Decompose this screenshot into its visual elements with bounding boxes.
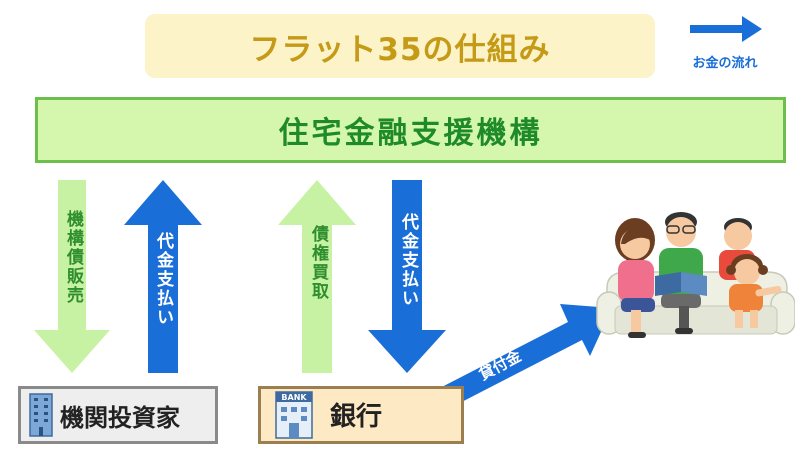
bank-building-icon: BANK bbox=[275, 391, 313, 439]
payment-arrow-right bbox=[368, 180, 446, 373]
bond-sale-label: 機構債販売 bbox=[63, 210, 83, 305]
legend-label: お金の流れ bbox=[692, 56, 758, 71]
organization-label: 住宅金融支援機構 bbox=[278, 116, 543, 151]
bond-purchase-arrow bbox=[278, 180, 356, 373]
loan-arrow bbox=[436, 304, 612, 408]
family-illustration bbox=[596, 212, 795, 338]
organization-box: 住宅金融支援機構 bbox=[35, 97, 786, 163]
bond-purchase-label: 債権買取 bbox=[308, 225, 328, 301]
bond-sale-arrow bbox=[34, 180, 110, 373]
bank-sign: BANK bbox=[281, 393, 307, 402]
payment-label-right: 代金支払い bbox=[398, 213, 418, 308]
payment-arrow-left bbox=[124, 180, 202, 373]
investor-label: 機関投資家 bbox=[60, 404, 180, 432]
payment-label-left: 代金支払い bbox=[153, 232, 173, 327]
legend-arrow-icon bbox=[690, 16, 762, 42]
page-title: フラット35の仕組み bbox=[249, 31, 551, 68]
title-box: フラット35の仕組み bbox=[145, 14, 655, 78]
building-icon bbox=[29, 393, 53, 437]
bank-label: 銀行 bbox=[330, 402, 383, 432]
